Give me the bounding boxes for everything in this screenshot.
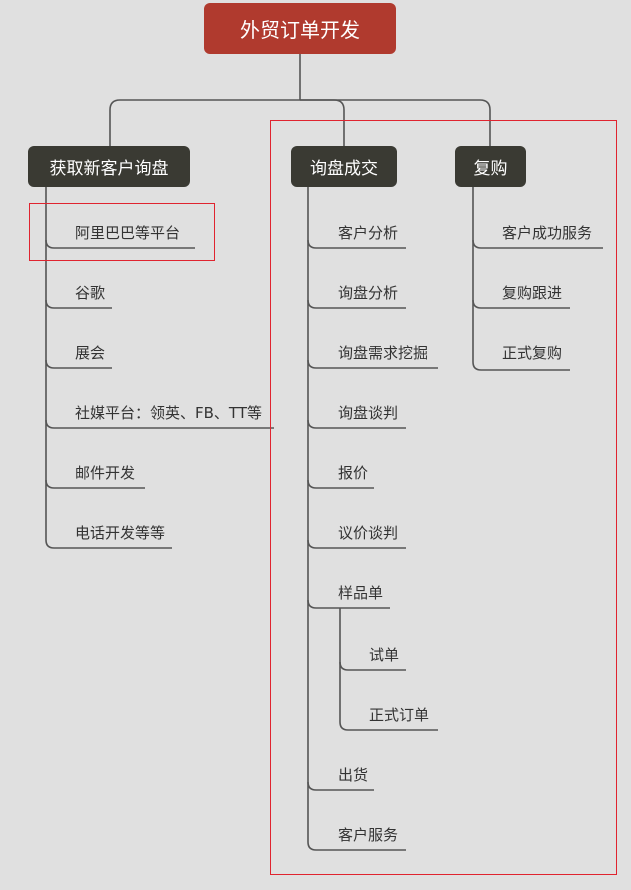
leaf-email: 邮件开发 — [75, 464, 136, 482]
branch-repurchase: 复购 — [455, 146, 526, 187]
leaf-formal-repurchase: 正式复购 — [502, 344, 563, 362]
branch-close-label: 询盘成交 — [310, 159, 378, 179]
leaf-sample-order: 样品单 — [338, 584, 384, 602]
root-node: 外贸订单开发 — [204, 3, 396, 54]
highlight-box-alibaba — [29, 203, 215, 261]
leaf-quotation: 报价 — [338, 464, 369, 482]
branch-acquire: 获取新客户询盘 — [28, 146, 190, 187]
leaf-shipment: 出货 — [338, 766, 369, 784]
leaf-inquiry-analysis: 询盘分析 — [338, 284, 399, 302]
leaf-exhibition: 展会 — [75, 344, 106, 362]
leaf-google: 谷歌 — [75, 284, 106, 302]
leaf-customer-success: 客户成功服务 — [502, 224, 593, 242]
leaf-trial-order: 试单 — [369, 646, 400, 664]
branch-close: 询盘成交 — [291, 146, 397, 187]
leaf-price-negotiation: 议价谈判 — [338, 524, 399, 542]
leaf-repurchase-followup: 复购跟进 — [502, 284, 563, 302]
leaf-inquiry-negotiation: 询盘谈判 — [338, 404, 399, 422]
branch-acquire-label: 获取新客户询盘 — [49, 159, 169, 179]
highlight-box-close-repurchase — [270, 120, 617, 875]
leaf-phone: 电话开发等等 — [75, 524, 166, 542]
leaf-customer-service: 客户服务 — [338, 826, 399, 844]
leaf-alibaba: 阿里巴巴等平台 — [75, 224, 181, 242]
branch-repurchase-label: 复购 — [473, 159, 508, 179]
leaf-needs-mining: 询盘需求挖掘 — [338, 344, 429, 362]
leaf-social-media: 社媒平台：领英、FB、TT等 — [75, 404, 262, 422]
root-label: 外贸订单开发 — [240, 18, 360, 42]
leaf-customer-analysis: 客户分析 — [338, 224, 399, 242]
leaf-formal-order: 正式订单 — [369, 706, 430, 724]
